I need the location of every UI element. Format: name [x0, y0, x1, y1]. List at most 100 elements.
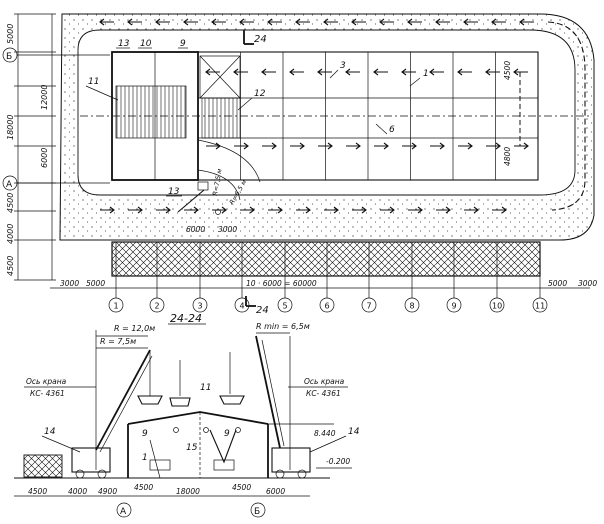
travel-arrow [514, 142, 529, 150]
sec-dim-4: 4500 [134, 483, 153, 492]
section-callouts: 11 14 9 9 1 15 14 [41, 383, 360, 463]
axis-number: 3 [198, 302, 203, 311]
callout-1: 1 [423, 69, 429, 79]
axis-number: 2 [155, 302, 160, 311]
sec-axis-b: Б [254, 507, 260, 517]
section-24-24: 24-24 R = 12,0м R = 7,5м R min = 6,5м Ос… [14, 312, 360, 518]
sec-callout-11: 11 [200, 383, 211, 393]
axis-number: 8 [410, 302, 415, 311]
travel-arrow [401, 68, 416, 76]
travel-arrow [408, 206, 423, 214]
travel-arrow [351, 18, 366, 26]
suspended-loads [169, 352, 245, 407]
travel-arrow [239, 18, 254, 26]
travel-arrow [183, 18, 198, 26]
crane-path-hatched [111, 241, 541, 277]
sec-callout-15: 15 [186, 443, 198, 453]
travel-arrow [127, 18, 142, 26]
dim-left-4: 6000 [40, 148, 49, 168]
travel-arrow [240, 206, 255, 214]
axis-bubble [108, 297, 124, 313]
dim-left-2: 12000 [40, 85, 49, 110]
travel-arrow [211, 18, 226, 26]
axis-number: 7 [367, 302, 372, 311]
travel-arrow [513, 68, 528, 76]
travel-arrow [402, 142, 417, 150]
axis-number: 4 [240, 302, 245, 311]
plan-callouts: 13 10 9 11 12 3 1 6 13 [85, 39, 429, 197]
travel-arrow [233, 68, 248, 76]
section-mark-bottom: 24 [256, 305, 269, 316]
axis-a-plan: А [6, 180, 13, 190]
axis-bubble [404, 297, 420, 313]
axis-bubble [361, 297, 377, 313]
travel-arrow [373, 68, 388, 76]
dim-bottom-2: 5000 [86, 279, 105, 288]
section-cut-mark: 24 24 [243, 30, 269, 316]
section-title: 24-24 [170, 312, 202, 325]
travel-arrow [346, 142, 361, 150]
sec-callout-14-right: 14 [348, 427, 360, 437]
travel-arrow [491, 18, 506, 26]
callout-10: 10 [140, 39, 152, 49]
sec-axis-a: А [120, 507, 127, 517]
travel-arrow [429, 68, 444, 76]
travel-arrow [317, 68, 332, 76]
travel-arrow [296, 206, 311, 214]
sec-dim-2: 4000 [68, 487, 87, 496]
crane-travel-arrows [99, 18, 586, 214]
sec-dim-3: 4900 [98, 487, 117, 496]
sec-dim-7: 6000 [266, 487, 285, 496]
crane-axis-left-2: КС- 4361 [30, 389, 65, 398]
crane-axis-left-1: Ось крана [26, 377, 67, 386]
travel-arrow [435, 18, 450, 26]
axis-number: 9 [452, 302, 457, 311]
travel-arrow [485, 68, 500, 76]
callout-9: 9 [180, 39, 186, 49]
dim-bottom-3000b: 3000 [578, 279, 597, 288]
axis-bubble [277, 297, 293, 313]
sec-dim-6: 4500 [232, 483, 251, 492]
dim-bottom-3000: 3000 [218, 225, 237, 234]
travel-arrow [352, 206, 367, 214]
crane-position [177, 139, 261, 215]
dim-left-5: 4500 [6, 193, 15, 213]
travel-arrow [379, 18, 394, 26]
travel-arrow [156, 206, 171, 214]
axis-bubble [192, 297, 208, 313]
sec-dim-1: 4500 [28, 487, 47, 496]
left-dimension-chain: 5000 12000 18000 6000 4500 4000 4500 [6, 13, 56, 281]
travel-arrow [128, 206, 143, 214]
callout-12: 12 [254, 89, 266, 99]
axis-bubble [234, 297, 250, 313]
axis-number: 10 [492, 302, 502, 311]
site-plan: 5000 12000 18000 6000 4500 4000 4500 Б А… [2, 13, 597, 316]
travel-arrow [458, 142, 473, 150]
travel-arrow [205, 68, 220, 76]
travel-arrow [155, 18, 170, 26]
travel-arrow [380, 206, 395, 214]
travel-arrow [290, 142, 305, 150]
travel-arrow [345, 68, 360, 76]
travel-arrow [100, 206, 115, 214]
callout-13-bottom: 13 [168, 187, 180, 197]
travel-arrow [267, 18, 282, 26]
crane-left [71, 349, 163, 479]
travel-arrow [436, 206, 451, 214]
travel-arrow [430, 142, 445, 150]
crane-right [255, 335, 311, 479]
travel-arrow [407, 18, 422, 26]
travel-arrow [295, 18, 310, 26]
dim-bottom-6000: 6000 [186, 225, 205, 234]
travel-arrow [323, 18, 338, 26]
axis-bubble [319, 297, 335, 313]
travel-arrow [374, 142, 389, 150]
building-grid [80, 51, 590, 181]
axis-b-plan: Б [6, 52, 12, 62]
travel-curve [547, 21, 586, 211]
dim-right-4800: 4800 [503, 147, 512, 166]
sec-callout-14-left: 14 [44, 427, 56, 437]
axis-bubble [532, 297, 548, 313]
travel-arrow [464, 206, 479, 214]
